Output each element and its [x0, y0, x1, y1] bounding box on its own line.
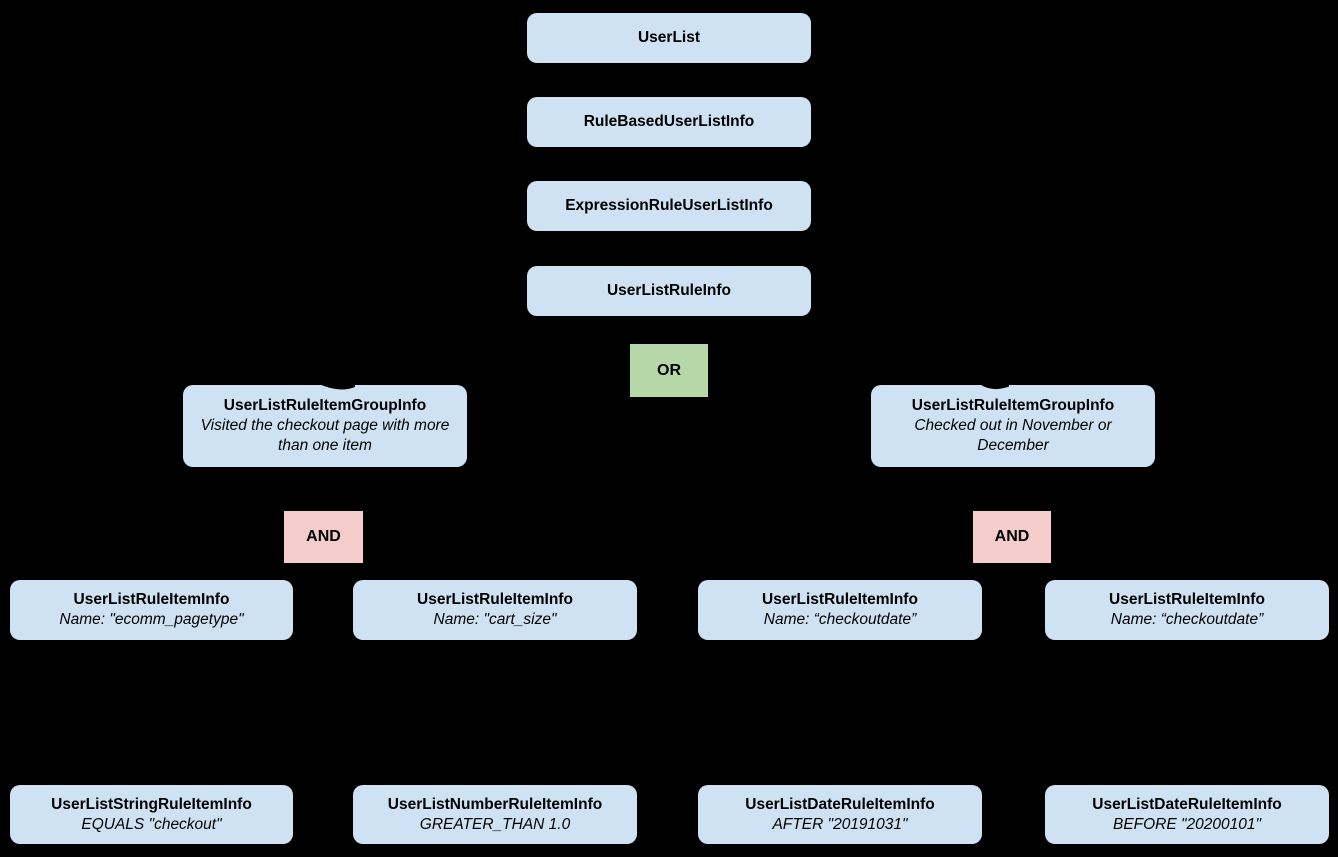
node-title: UserListNumberRuleItemInfo	[387, 795, 603, 813]
node-title: UserListDateRuleItemInfo	[1092, 795, 1282, 813]
node-user-list-rule-info: UserListRuleInfo	[527, 266, 811, 316]
node-description: Checked out in November or December	[914, 417, 1112, 454]
node-rule-item-checkoutdate-2: UserListRuleItemInfo Name: “checkoutdate…	[1045, 580, 1329, 640]
node-title: ExpressionRuleUserListInfo	[565, 197, 773, 214]
node-rule-item-cart-size: UserListRuleItemInfo Name: "cart_size"	[353, 580, 637, 640]
node-description: Name: "ecomm_pagetype"	[59, 611, 244, 628]
node-title: UserListRuleItemInfo	[73, 591, 230, 608]
node-description: AFTER "20191031"	[772, 815, 908, 833]
and-operator-label: AND	[994, 528, 1030, 545]
node-title: UserListRuleItemGroupInfo	[223, 397, 427, 414]
or-operator-box: OR	[630, 344, 708, 397]
node-title: UserListRuleItemInfo	[762, 591, 918, 608]
node-title: UserListRuleItemInfo	[417, 591, 573, 608]
node-title: RuleBasedUserListInfo	[583, 113, 755, 130]
node-description: EQUALS "checkout"	[81, 815, 222, 833]
and-operator-box-right: AND	[973, 511, 1051, 563]
node-rule-item-ecomm-pagetype: UserListRuleItemInfo Name: "ecomm_pagety…	[10, 580, 293, 640]
node-title: UserListRuleInfo	[606, 282, 731, 299]
node-expression-rule-user-list-info: ExpressionRuleUserListInfo	[527, 181, 811, 231]
or-operator-label: OR	[657, 361, 681, 379]
node-date-rule-item-info-after: UserListDateRuleItemInfo AFTER "20191031…	[698, 785, 982, 844]
and-operator-box-left: AND	[284, 511, 363, 563]
node-title: UserListDateRuleItemInfo	[745, 795, 935, 813]
node-rule-item-checkoutdate-1: UserListRuleItemInfo Name: “checkoutdate…	[698, 580, 982, 640]
node-description: GREATER_THAN 1.0	[419, 815, 571, 833]
node-user-list: UserList	[527, 13, 811, 63]
node-string-rule-item-info: UserListStringRuleItemInfo EQUALS "check…	[10, 785, 293, 844]
node-title: UserListRuleItemInfo	[1109, 591, 1265, 608]
node-description: Name: "cart_size"	[433, 611, 557, 628]
node-rule-item-group-left: UserListRuleItemGroupInfo Visited the ch…	[183, 385, 467, 467]
node-number-rule-item-info: UserListNumberRuleItemInfo GREATER_THAN …	[353, 785, 637, 844]
node-rule-based-user-list-info: RuleBasedUserListInfo	[527, 97, 811, 147]
node-title: UserListRuleItemGroupInfo	[911, 397, 1115, 414]
node-rule-item-group-right: UserListRuleItemGroupInfo Checked out in…	[871, 385, 1155, 467]
node-description: Visited the checkout page with more than…	[200, 417, 450, 454]
node-date-rule-item-info-before: UserListDateRuleItemInfo BEFORE "2020010…	[1045, 785, 1329, 844]
node-description: Name: “checkoutdate”	[1110, 611, 1264, 628]
and-operator-label: AND	[306, 528, 341, 545]
node-title: UserList	[637, 29, 701, 46]
node-title: UserListStringRuleItemInfo	[51, 795, 252, 813]
node-description: BEFORE "20200101"	[1112, 815, 1261, 833]
node-description: Name: “checkoutdate”	[763, 611, 917, 628]
